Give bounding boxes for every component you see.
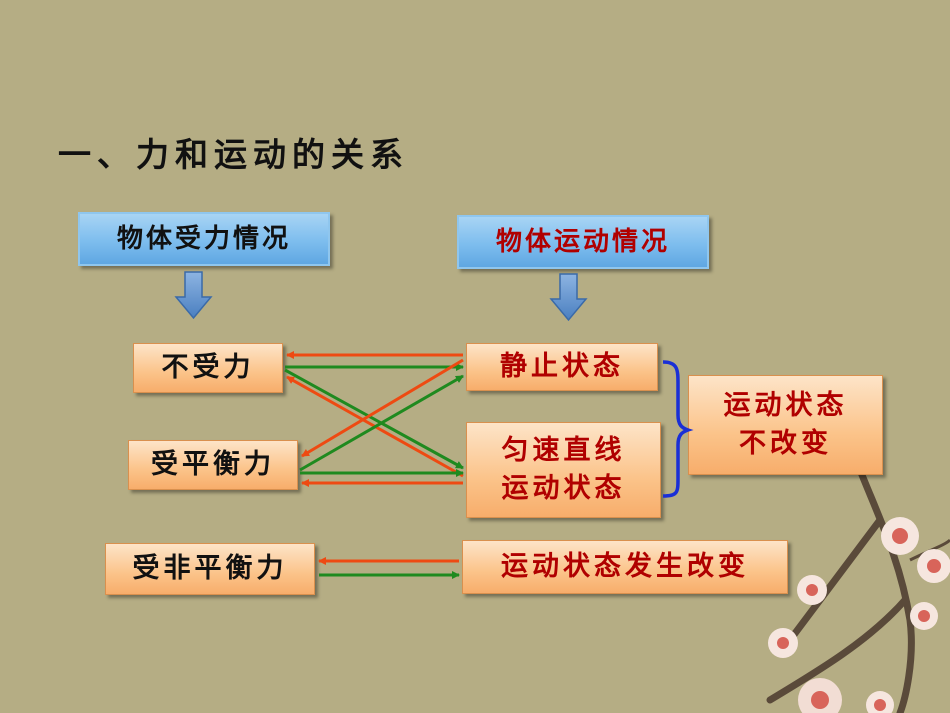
header-motion-situation: 物体运动情况 [457, 215, 709, 269]
box-motion-changed: 运动状态发生改变 [462, 540, 788, 594]
arrow-rest-to-balanced [301, 358, 464, 458]
blossom-icon [768, 517, 950, 713]
box-uniform-linear-motion: 匀速直线 运动状态 [466, 422, 661, 518]
box-unbalanced-force: 受非平衡力 [105, 543, 315, 595]
uniform-line-2: 运动状态 [501, 473, 626, 504]
unchanged-line-2: 不改变 [739, 428, 832, 459]
header-force-situation: 物体受力情况 [78, 212, 330, 266]
curly-brace [662, 360, 694, 498]
box-no-force: 不受力 [133, 343, 283, 393]
unchanged-line-1: 运动状态 [723, 390, 848, 422]
down-arrow-icon [549, 273, 588, 322]
box-motion-unchanged: 运动状态 不改变 [688, 375, 883, 475]
uniform-line-1: 匀速直线 [501, 435, 626, 467]
arrow-no-force-to-uniform [284, 368, 464, 470]
box-rest-state: 静止状态 [466, 343, 658, 391]
box-balanced-force: 受平衡力 [128, 440, 298, 490]
down-arrow-icon [174, 271, 213, 320]
arrow-balanced-to-rest [299, 374, 464, 472]
page-title: 一、力和运动的关系 [58, 135, 409, 174]
